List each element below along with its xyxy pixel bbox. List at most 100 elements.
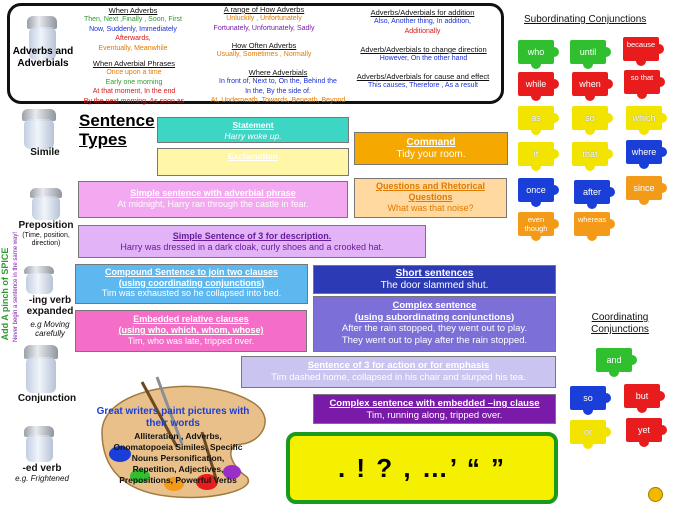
spice-vertical-text: Add A pinch of SPICE	[0, 247, 10, 341]
puzzle-knob	[605, 219, 615, 229]
adverbs-title: Adverbs and Adverbials	[12, 46, 74, 69]
three-action-text: Tim dashed home, collapsed in his chair …	[271, 372, 526, 383]
coordinating-conjunction-piece: and	[596, 348, 637, 377]
puzzle-knob	[601, 393, 611, 403]
subordinating-conjunction-piece: since	[626, 176, 667, 205]
puzzle-knob	[549, 79, 559, 89]
sentence-types-title: Sentence Types	[79, 111, 155, 149]
statement-text: Harry woke up.	[224, 130, 282, 141]
where-line: In the, By the side of.	[245, 87, 311, 95]
complex-ing-text: Tim, running along, tripped over.	[366, 410, 503, 421]
embedded-clause-box: Embedded relative clauses (using who, wh…	[75, 310, 307, 352]
salt-shaker-icon	[22, 109, 56, 149]
subordinating-conjunction-word: while	[525, 79, 547, 89]
subordinating-conjunction-piece: where	[626, 140, 667, 169]
subordinating-conjunction-word: once	[526, 185, 546, 195]
shaker-label-conjunction: Conjunction	[17, 393, 77, 404]
when-line: Eventually, Meanwhile	[98, 44, 168, 52]
subordinating-conjunction-word: who	[527, 47, 545, 57]
compound-box: Compound Sentence to join two clauses (u…	[75, 264, 308, 304]
coordinating-conjunction-piece: or	[570, 420, 611, 449]
puzzle-knob	[637, 89, 647, 99]
shaker-label-ing-verb: -ing verb expanded	[26, 295, 74, 317]
shaker-label-ed-verb: -ed verb	[22, 463, 62, 474]
coordinating-conjunction-piece: so	[570, 386, 611, 415]
complex-text-2: They went out to play after the rain sto…	[341, 334, 528, 346]
puzzle-knob	[587, 231, 597, 241]
coordinating-conjunction-word: yet	[637, 425, 650, 435]
subordinating-conjunction-word: because	[626, 40, 656, 49]
how-line: Fortunately, Unfortunately, Sadly	[213, 24, 315, 32]
salt-shaker-icon	[27, 16, 57, 60]
subordinating-conjunction-word: that	[582, 149, 598, 159]
puzzle-knob	[583, 59, 593, 69]
puzzle-knob	[549, 219, 559, 229]
puzzle-knob	[549, 185, 559, 195]
complex-text: After the rain stopped, they went out to…	[341, 323, 528, 334]
subordinating-conjunction-piece: even though	[518, 212, 559, 241]
puzzle-knob	[531, 231, 541, 241]
where-heading: Where Adverbials	[248, 68, 308, 77]
puzzle-knob	[601, 47, 611, 57]
subordinating-conjunction-word: after	[582, 187, 601, 197]
puzzle-knob	[637, 403, 647, 413]
cause-effect-section: Adverbs/Adverbials for cause and effect …	[344, 72, 502, 91]
how-often-line: Usually, Sometimes , Normally	[216, 51, 312, 58]
how-often-heading: How Often Adverbs	[231, 41, 297, 50]
command-title: Command	[406, 137, 456, 148]
adverbial-phrase-box: Simple sentence with adverbial phrase At…	[78, 181, 348, 218]
when-adverbs-heading: When Adverbs	[108, 6, 158, 15]
shaker-label-simile: Simile	[30, 147, 60, 158]
addition-line: Also, Another thing, In addition,	[374, 18, 471, 25]
subordinating-conjunction-piece: if	[518, 142, 559, 171]
puzzle-knob	[531, 125, 541, 135]
salt-shaker-icon	[24, 345, 58, 393]
subordinating-conjunction-word: which	[632, 113, 656, 123]
subordinating-conjunction-piece: once	[518, 178, 559, 207]
subordinating-conjunction-piece: so	[572, 106, 613, 135]
puzzle-knob	[531, 161, 541, 171]
short-title: Short sentences	[395, 268, 474, 279]
coordinating-conjunction-word: so	[583, 393, 593, 403]
puzzle-knob	[601, 427, 611, 437]
subordinating-conjunction-word: as	[531, 113, 541, 123]
addition-section: Adverbs/Adverbials for addition Also, An…	[350, 8, 495, 36]
shaker-sub-ing-verb: e.g Moving carefully	[30, 320, 70, 338]
when-line: Then, Next ,Finally , Soon, First	[83, 16, 183, 23]
command-text: Tidy your room.	[396, 149, 466, 160]
salt-shaker-icon	[30, 188, 62, 220]
change-direction-heading: Adverb/Adverbials to change direction	[360, 45, 487, 54]
adverbial-text: At midnight, Harry ran through the castl…	[117, 198, 309, 209]
puzzle-knob	[585, 161, 595, 171]
description-three-box: Simple Sentence of 3 for description. Ha…	[78, 225, 426, 258]
cause-effect-heading: Adverbs/Adverbials for cause and effect	[356, 72, 490, 81]
how-often-section: How Often Adverbs Usually, Sometimes , N…	[205, 41, 323, 60]
when-line: Now, Suddenly, Immediately	[89, 25, 177, 33]
compound-text: Tim was exhausted so he collapsed into b…	[101, 288, 282, 298]
complex-sentence-box: Complex sentence (using subordinating co…	[313, 296, 556, 352]
how-adverbs-section: A range of How Adverbs Unluckily , Unfor…	[205, 5, 323, 33]
puzzle-knob	[639, 159, 649, 169]
subordinating-conjunction-word: whereas	[577, 215, 607, 224]
puzzle-knob	[549, 149, 559, 159]
short-sentence-box: Short sentences The door slammed shut.	[313, 265, 556, 294]
puzzle-knob	[609, 367, 619, 377]
where-adverbials-section: Where Adverbials In front of, Next to, O…	[196, 68, 360, 106]
subordinating-conjunction-word: even though	[524, 215, 548, 233]
puzzle-knob	[636, 56, 646, 66]
statement-box: Statement Harry woke up.	[157, 117, 349, 143]
coordinating-conjunction-word: or	[583, 427, 592, 437]
subordinating-conjunction-word: so that	[630, 73, 654, 82]
command-box: Command Tidy your room.	[354, 132, 508, 165]
questions-title: Questions and Rhetorical Questions	[375, 181, 486, 202]
subordinating-conjunction-word: where	[631, 147, 657, 157]
embedded-title: Embedded relative clauses	[133, 314, 249, 324]
how-adverbs-heading: A range of How Adverbs	[223, 5, 305, 14]
puzzle-knob	[655, 391, 665, 401]
subordinating-conjunction-piece: after	[574, 180, 615, 209]
subordinating-conjunction-piece: which	[626, 106, 667, 135]
punctuation-box: . ! ? , …’ “ ”	[286, 432, 558, 504]
subordinating-conjunction-piece: whereas	[574, 212, 615, 241]
three-action-title: Sentence of 3 for action or for emphasis	[307, 360, 490, 371]
